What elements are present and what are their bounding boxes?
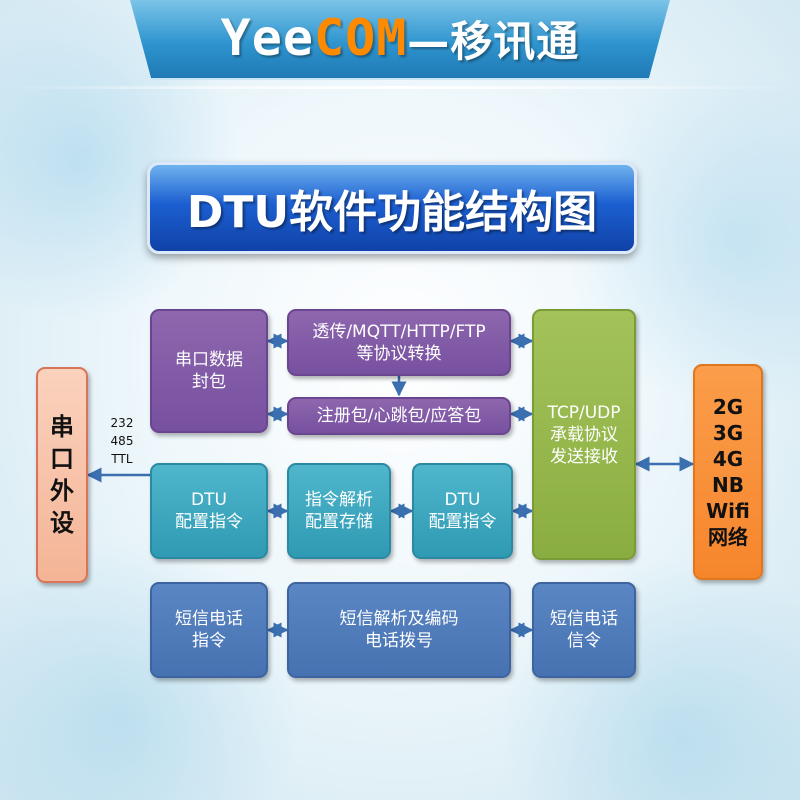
- sms-parse-box: 短信解析及编码 电话拨号: [287, 582, 511, 678]
- serial-device-line-4: 设: [50, 509, 74, 537]
- tcp-udp-line-1: TCP/UDP: [547, 402, 621, 423]
- sms-parse-line-2: 电话拨号: [365, 631, 433, 651]
- network-4g: 4G: [712, 447, 744, 471]
- serial-packing-line-2: 封包: [192, 372, 226, 392]
- network-label: 网络: [708, 525, 748, 549]
- serial-device-line-1: 串: [50, 413, 74, 441]
- dtu-config-right-line-2: 配置指令: [428, 512, 497, 532]
- brand-yee: Yee: [220, 9, 314, 67]
- interface-labels: 232 485 TTL: [96, 414, 148, 468]
- cmd-parse-line-1: 指令解析: [305, 490, 373, 510]
- tcp-udp-box: TCP/UDP 承载协议 发送接收: [532, 309, 636, 560]
- brand-cn: —移讯通: [407, 16, 580, 66]
- serial-packing-line-1: 串口数据: [175, 350, 243, 370]
- protocol-convert-line-1: 透传/MQTT/HTTP/FTP: [312, 321, 486, 342]
- serial-device-box: 串 口 外 设: [36, 367, 88, 583]
- heartbeat-line-1: 注册包/心跳包/应答包: [316, 406, 482, 426]
- sms-cmd-line-2: 指令: [192, 631, 226, 651]
- sms-reply-box: 短信电话 信令: [532, 582, 636, 678]
- sms-reply-line-2: 信令: [567, 631, 601, 651]
- dtu-config-left-box: DTU 配置指令: [150, 463, 268, 559]
- dtu-config-right-line-1: DTU: [444, 490, 481, 510]
- serial-device-line-2: 口: [50, 445, 74, 473]
- interface-485: 485: [110, 434, 134, 448]
- header-banner: [130, 0, 670, 80]
- network-box: 2G 3G 4G NB Wifi 网络: [693, 364, 763, 580]
- network-3g: 3G: [712, 421, 744, 445]
- diagram-title: DTU软件功能结构图: [147, 162, 637, 254]
- serial-packing-box: 串口数据 封包: [150, 309, 268, 433]
- network-nb: NB: [712, 473, 744, 497]
- cmd-parse-line-2: 配置存储: [305, 512, 373, 532]
- cmd-parse-box: 指令解析 配置存储: [287, 463, 391, 559]
- protocol-convert-box: 透传/MQTT/HTTP/FTP 等协议转换: [287, 309, 511, 376]
- sms-cmd-line-1: 短信电话: [175, 609, 243, 629]
- protocol-convert-line-2: 等协议转换: [356, 343, 442, 364]
- brand-com: COM: [313, 9, 408, 67]
- sms-parse-line-1: 短信解析及编码: [339, 609, 459, 629]
- header-divider: [0, 86, 800, 89]
- sms-reply-line-1: 短信电话: [550, 609, 618, 629]
- interface-ttl: TTL: [111, 452, 133, 466]
- dtu-config-left-line-1: DTU: [191, 490, 227, 510]
- serial-device-line-3: 外: [50, 477, 74, 505]
- tcp-udp-line-2: 承载协议: [550, 424, 618, 445]
- interface-232: 232: [110, 416, 134, 430]
- sms-cmd-box: 短信电话 指令: [150, 582, 268, 678]
- dtu-config-right-box: DTU 配置指令: [412, 463, 513, 559]
- tcp-udp-line-3: 发送接收: [550, 446, 618, 467]
- dtu-config-left-line-2: 配置指令: [175, 512, 243, 532]
- network-wifi: Wifi: [706, 499, 750, 523]
- heartbeat-box: 注册包/心跳包/应答包: [287, 397, 511, 435]
- network-2g: 2G: [712, 395, 744, 419]
